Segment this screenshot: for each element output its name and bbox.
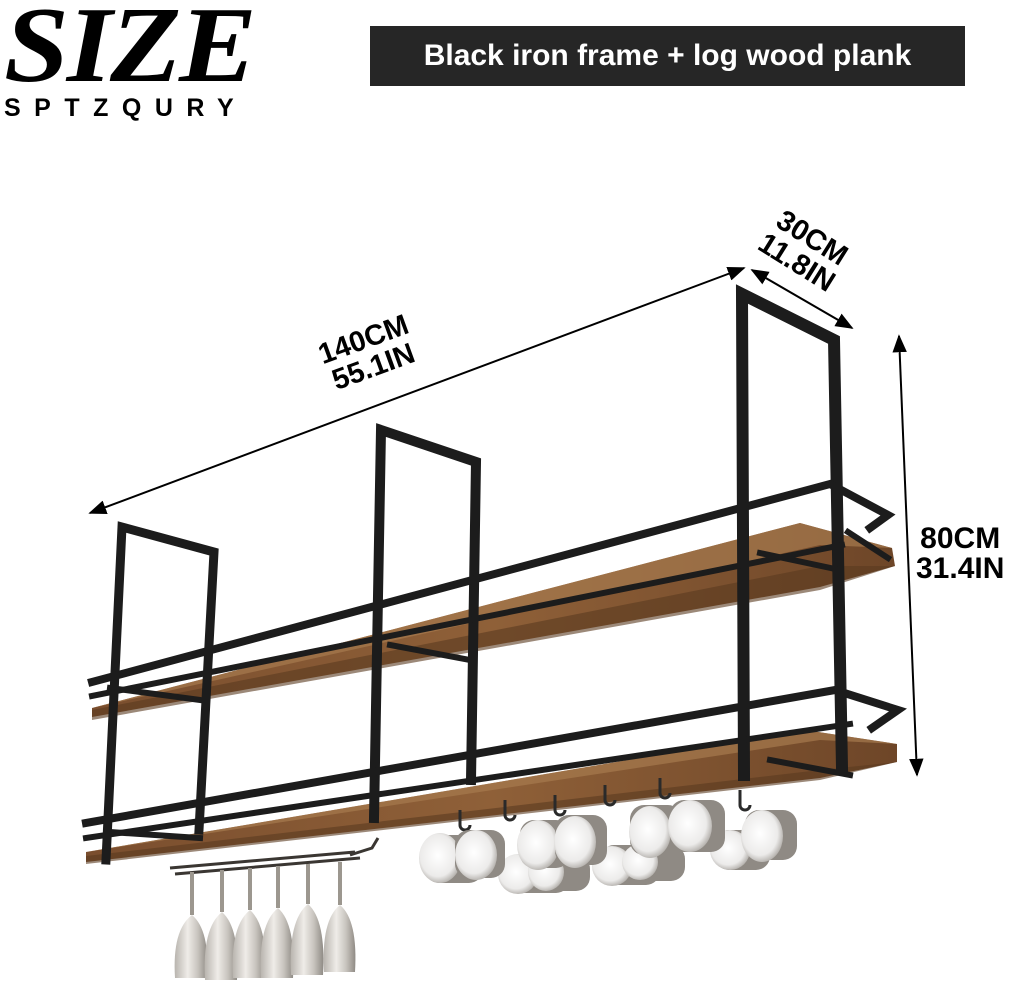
wine-glass	[290, 864, 324, 975]
wine-glass	[260, 866, 294, 978]
brand-title: SIZE	[4, 0, 257, 105]
mug	[554, 815, 607, 868]
height-imperial: 31.4IN	[916, 552, 1005, 585]
height-metric: 80CM	[920, 522, 1001, 555]
dimension-arrow-length	[88, 266, 746, 515]
brand-logo: SIZE SPTZQURY	[4, 0, 257, 123]
mug	[455, 830, 505, 880]
brand-subtitle: SPTZQURY	[4, 94, 248, 122]
wine-glass	[323, 862, 356, 972]
dimension-arrow-height	[892, 334, 924, 777]
mug-hooks	[458, 778, 752, 832]
height-label: 80CM 31.4IN	[916, 524, 1004, 584]
wine-glass-rack	[169, 837, 380, 876]
mug	[741, 810, 797, 862]
wine-glass	[232, 868, 266, 978]
mugs	[419, 800, 797, 894]
lower-wood-plank	[86, 730, 897, 864]
iron-frame	[81, 284, 907, 865]
wine-glass	[174, 872, 208, 978]
material-banner: Black iron frame + log wood plank	[370, 26, 965, 86]
mug	[668, 800, 725, 852]
wine-glass	[204, 870, 238, 980]
wine-glasses	[174, 862, 356, 980]
dimension-arrow-depth	[750, 269, 854, 329]
mug	[629, 805, 682, 858]
